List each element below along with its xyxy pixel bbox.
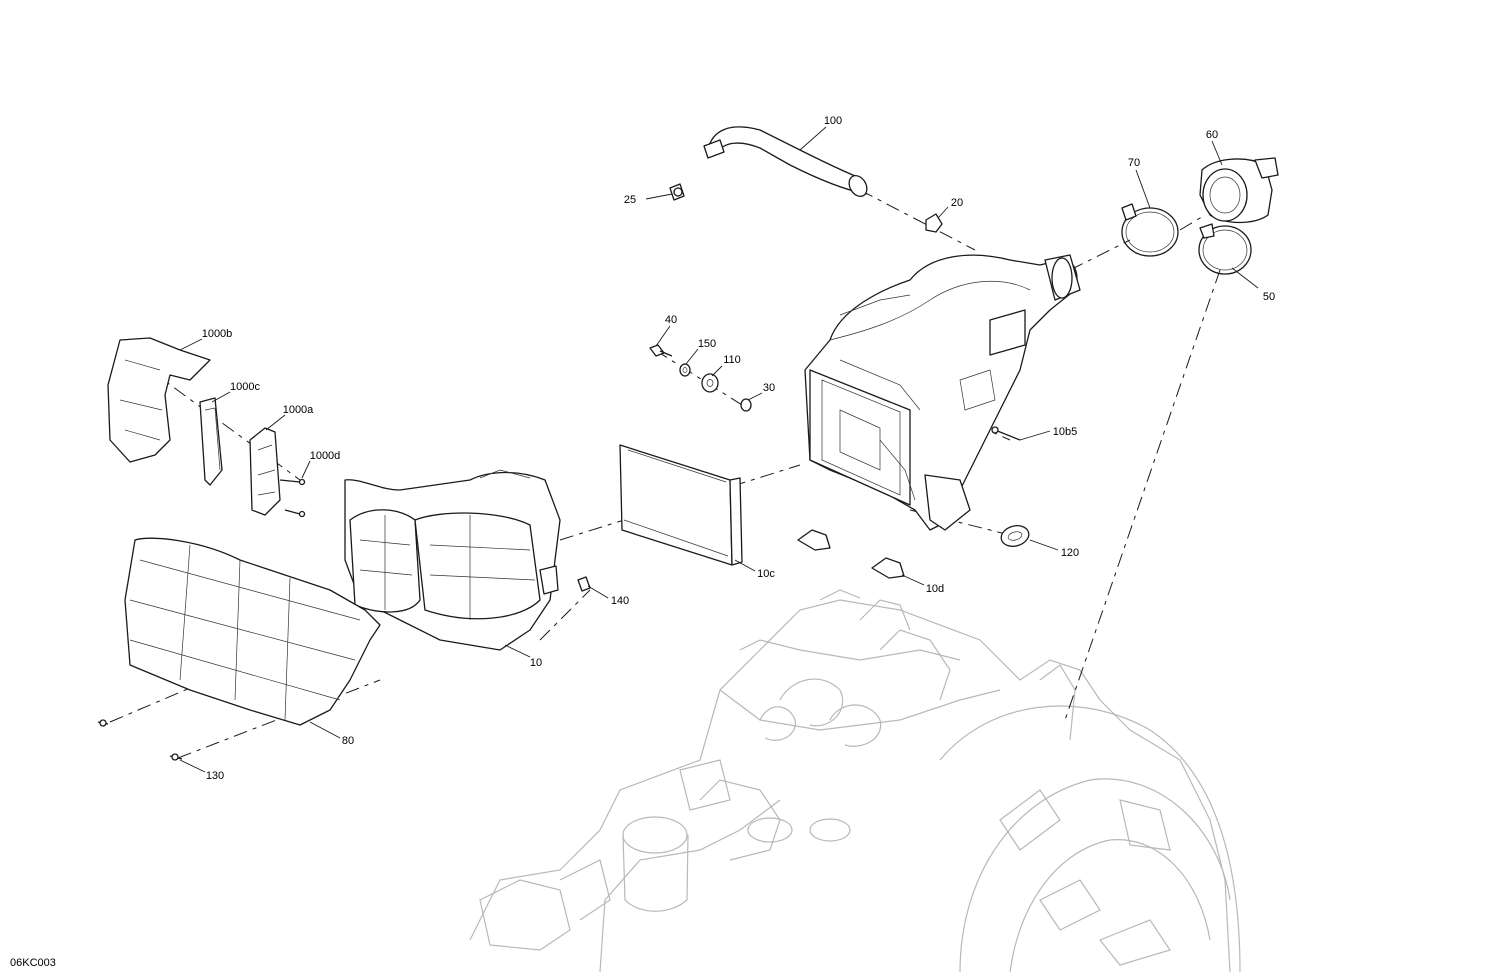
part-25-hose-clamp (669, 183, 685, 201)
part-1000d-screws (279, 478, 306, 518)
callout-10: 10 (530, 657, 542, 669)
callout-20: 20 (951, 197, 963, 209)
part-120-grommet (1000, 525, 1030, 547)
part-70-clamp-ring (1121, 203, 1179, 257)
callout-10b5: 10b5 (1053, 426, 1077, 438)
part-140-clip (577, 576, 591, 592)
callout-60: 60 (1206, 129, 1218, 141)
callout-110: 110 (723, 354, 741, 366)
callout-labels: 100 60 70 25 20 50 1000b 40 150 1000c 11… (202, 115, 1275, 782)
callout-50: 50 (1263, 291, 1275, 303)
callout-10c: 10c (757, 568, 775, 580)
drawing-code: 06KC003 (10, 957, 56, 969)
part-30-nut (740, 398, 752, 412)
part-40-bolt (649, 344, 673, 357)
part-150-washer (679, 363, 691, 377)
part-20-grommet (925, 213, 943, 233)
callout-80: 80 (342, 735, 354, 747)
callout-30: 30 (763, 382, 775, 394)
part-10d-clip-lower (871, 557, 905, 579)
part-10d-clip-upper (797, 529, 831, 551)
engine-assembly (469, 589, 1241, 972)
callout-1000c: 1000c (230, 381, 260, 393)
callout-100: 100 (824, 115, 842, 127)
callout-10d: 10d (926, 583, 944, 595)
part-100-vent-hose (703, 126, 868, 197)
part-130-screws (97, 719, 183, 761)
callout-1000d: 1000d (310, 450, 341, 462)
leader-lines (179, 126, 1259, 773)
part-110-spacer (701, 373, 719, 393)
callout-120: 120 (1061, 547, 1079, 559)
part-10b5-screw (991, 426, 1021, 441)
part-50-clamp-ring (1198, 223, 1252, 275)
part-10-airbox-base (344, 469, 561, 651)
callout-25: 25 (624, 194, 636, 206)
part-80-airbox-cover (124, 537, 381, 726)
part-1000a-bracket (249, 427, 281, 516)
callout-1000b: 1000b (202, 328, 233, 340)
callout-140: 140 (611, 595, 629, 607)
callout-150: 150 (698, 338, 716, 350)
part-1000c-plate (199, 397, 223, 486)
part-1000b-shroud (107, 337, 211, 463)
part-airbox-housing (804, 254, 1081, 531)
part-10c-air-filter (619, 444, 743, 566)
callout-1000a: 1000a (283, 404, 314, 416)
part-60-intake-adapter (1199, 157, 1279, 224)
callout-70: 70 (1128, 157, 1140, 169)
callout-40: 40 (665, 314, 677, 326)
callout-130: 130 (206, 770, 224, 782)
